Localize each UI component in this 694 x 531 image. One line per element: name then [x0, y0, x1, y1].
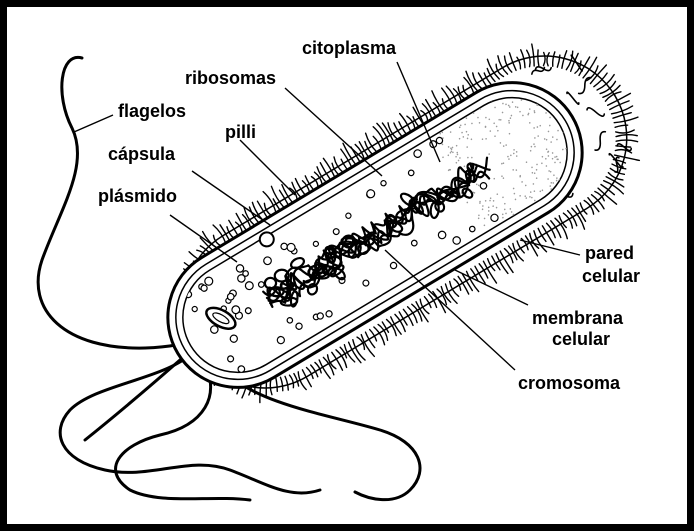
label-pared-line1: pared: [585, 243, 634, 263]
label-capsula: cápsula: [108, 144, 176, 164]
label-cromosoma: cromosoma: [518, 373, 621, 393]
label-pared-line2: celular: [582, 266, 640, 286]
label-ribosomas: ribosomas: [185, 68, 276, 88]
leader-ribosomas: [285, 88, 382, 176]
label-pilli: pilli: [225, 122, 256, 142]
label-citoplasma: citoplasma: [302, 38, 397, 58]
label-flagelos: flagelos: [118, 101, 186, 121]
leader-capsula: [192, 171, 270, 225]
leader-pared: [520, 240, 580, 255]
label-membrana-line2: celular: [552, 329, 610, 349]
label-plasmido: plásmido: [98, 186, 177, 206]
leader-flagelos: [74, 115, 113, 132]
flagellum-5: [85, 360, 180, 440]
label-membrana-line1: membrana: [532, 308, 624, 328]
leader-pilli: [240, 140, 295, 195]
